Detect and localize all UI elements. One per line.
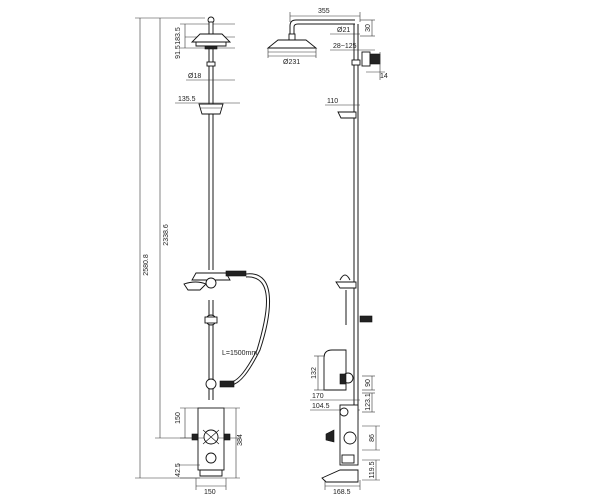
dim-head-dia: Ø231 xyxy=(283,59,300,66)
dim-wall-bracket: 28~125 xyxy=(333,43,357,50)
dim-overall-height: 2580.8 xyxy=(143,254,150,276)
dim-valve-depth: 170 xyxy=(312,393,324,400)
dim-shelf-width: 135.5 xyxy=(178,96,196,103)
dim-valve-width: 150 xyxy=(204,489,216,496)
dim-valve-height: 384 xyxy=(237,434,244,446)
dim-arm-drop: 30 xyxy=(365,24,372,32)
dim-hook-offset: 90 xyxy=(365,379,372,387)
dim-spout-offset: 42.5 xyxy=(175,463,182,477)
front-view: 2580.8 2338.6 183.5 91.5 Ø18 135.5 xyxy=(135,16,271,496)
dim-height-to-head: 2338.6 xyxy=(163,224,170,246)
dim-spout-height: 86 xyxy=(369,434,376,442)
dim-arm-length: 355 xyxy=(318,8,330,15)
dim-side-height: 123.1 xyxy=(365,393,372,411)
dim-arm-dia: Ø21 xyxy=(337,27,350,34)
dim-spout-base: 119.5 xyxy=(369,461,376,478)
dim-shelf-depth: 110 xyxy=(327,98,338,105)
dim-spout-length: 168.5 xyxy=(333,489,351,496)
side-view: 355 Ø21 30 28~125 14 Ø231 110 xyxy=(266,8,388,496)
dim-riser-dia: Ø18 xyxy=(188,73,201,80)
dim-head-height: 183.5 xyxy=(175,27,182,45)
dim-hook-height: 132 xyxy=(311,367,318,379)
dim-bracket: 14 xyxy=(380,73,388,80)
dim-hose-length: L=1500mm xyxy=(222,350,257,357)
dim-valve-depth-2: 104.5 xyxy=(312,403,330,410)
dim-head-drop: 91.5 xyxy=(175,45,182,59)
dim-valve-top: 150 xyxy=(175,412,182,424)
